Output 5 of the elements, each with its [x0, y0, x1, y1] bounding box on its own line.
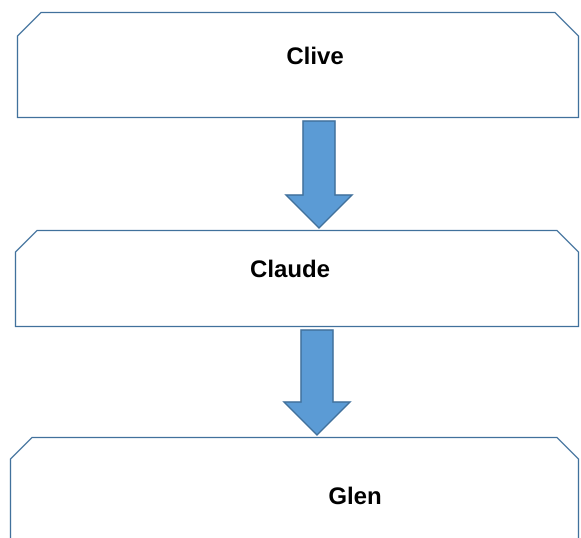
box-label: Clive — [286, 43, 344, 71]
box-label: Glen — [328, 483, 382, 511]
box-label: Claude — [250, 256, 330, 284]
block-arrow — [284, 120, 354, 230]
block-arrow — [282, 329, 352, 436]
